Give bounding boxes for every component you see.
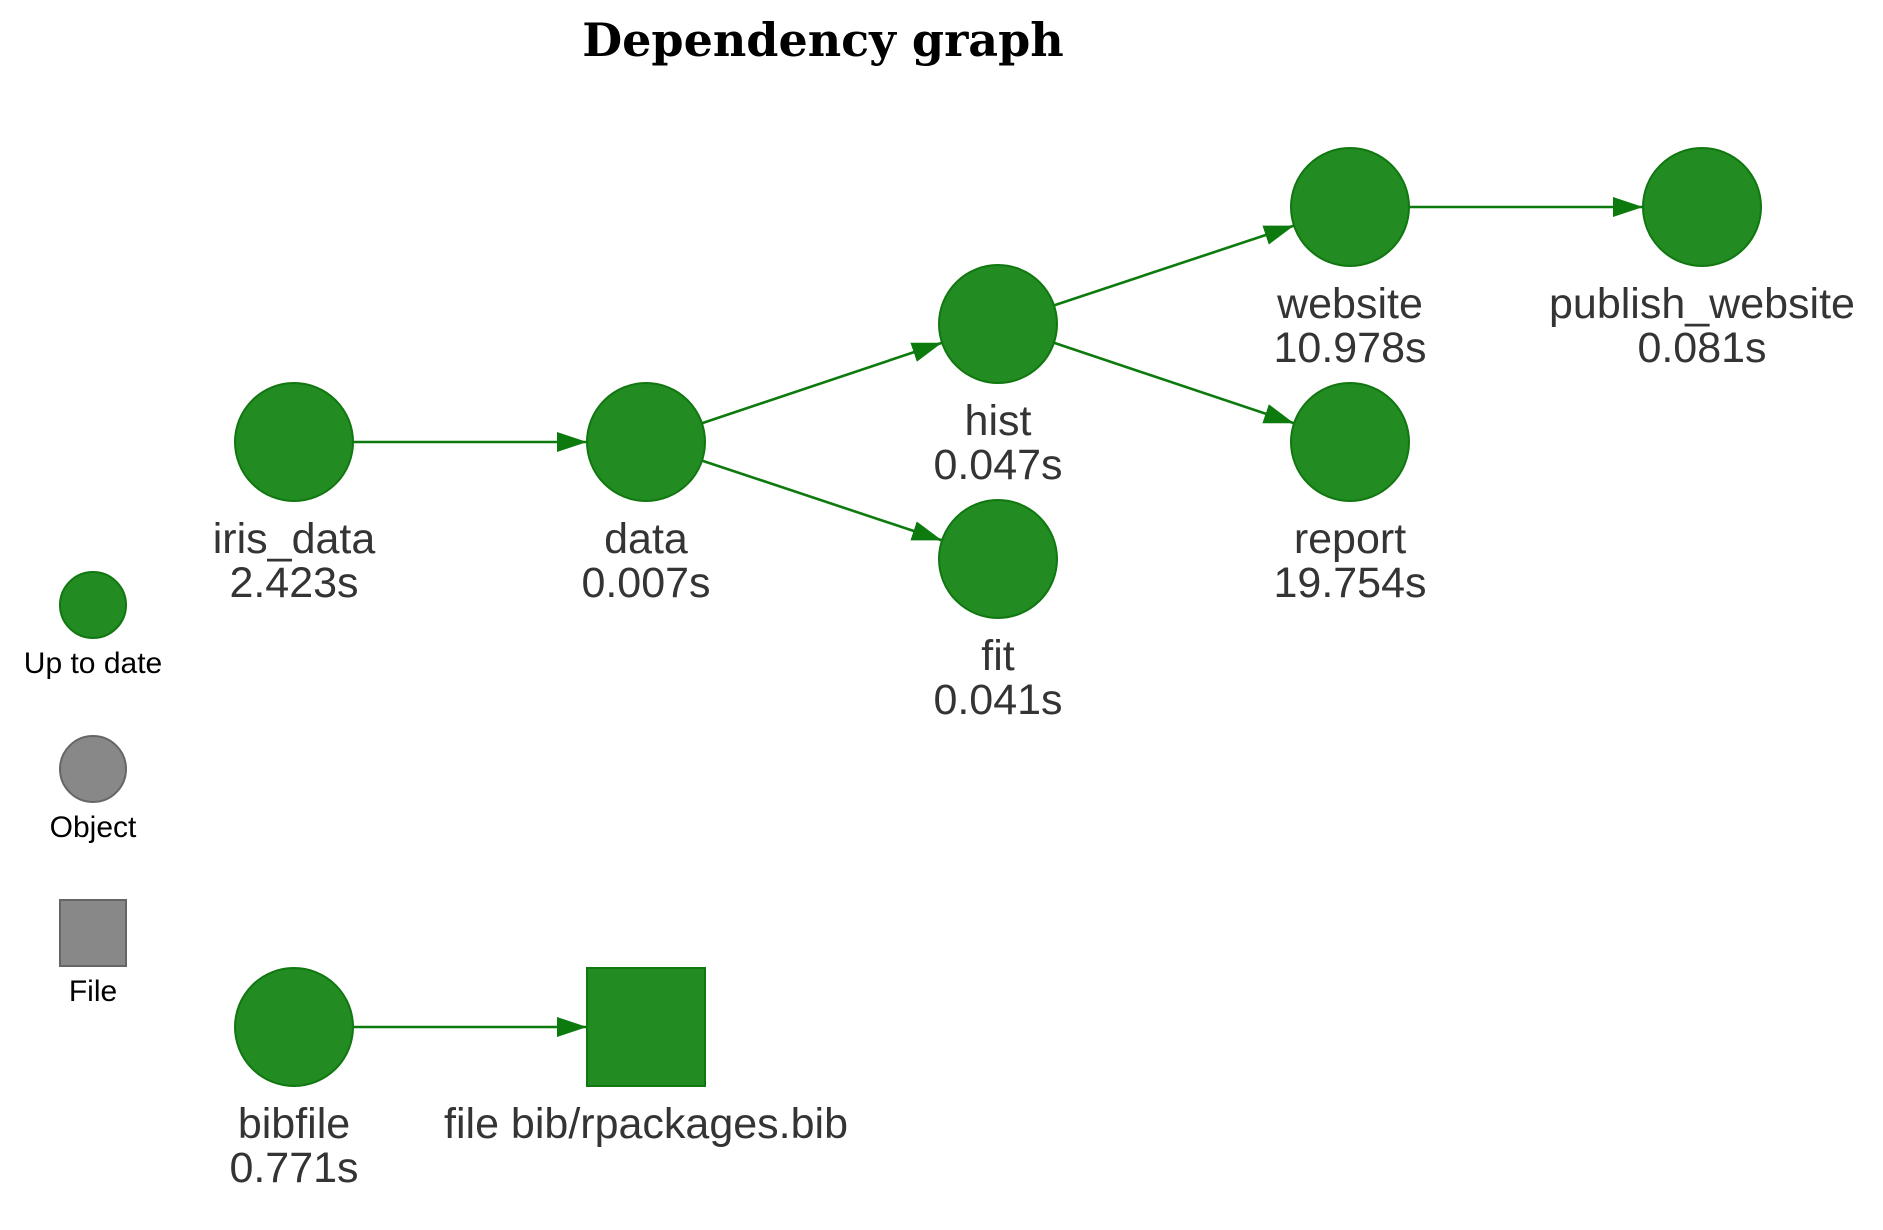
- node-name-label: report: [1294, 515, 1406, 563]
- node-shape-square: [586, 967, 706, 1087]
- node-name-label: data: [604, 515, 688, 563]
- node-name-label: website: [1276, 280, 1423, 328]
- edge-hist-to-website: [1053, 224, 1295, 307]
- node-name-label: file bib/rpackages.bib: [444, 1100, 848, 1148]
- node-time-label: 0.007s: [581, 559, 710, 607]
- legend-circle-icon: [59, 735, 127, 803]
- node-shape-circle: [1642, 147, 1762, 267]
- node-name-label: hist: [965, 397, 1032, 445]
- node-shape-circle: [938, 499, 1058, 619]
- edge-hist-to-report: [1053, 341, 1295, 425]
- graph-title: Dependency graph: [582, 13, 1063, 67]
- node-time-label: 0.047s: [933, 441, 1062, 489]
- node-shape-circle: [938, 264, 1058, 384]
- legend-item-file: File: [59, 899, 127, 1008]
- node-time-label: 19.754s: [1273, 559, 1426, 607]
- node-time-label: 2.423s: [229, 559, 358, 607]
- edge-data-to-hist: [701, 341, 943, 425]
- node-name-label: iris_data: [213, 515, 376, 563]
- node-name-label: bibfile: [238, 1100, 350, 1148]
- edge-data-to-fit: [701, 459, 943, 542]
- node-shape-circle: [1290, 382, 1410, 502]
- node-shape-circle: [586, 382, 706, 502]
- legend-label: File: [69, 975, 117, 1008]
- legend-item-up_to_date: Up to date: [24, 571, 162, 680]
- legend-circle-icon: [59, 571, 127, 639]
- node-time-label: 0.081s: [1637, 324, 1766, 372]
- legend-label: Object: [50, 811, 137, 844]
- node-name-label: fit: [981, 632, 1015, 680]
- legend-square-icon: [59, 899, 127, 967]
- node-rpackages_bib[interactable]: file bib/rpackages.bib: [444, 967, 848, 1148]
- node-name-label: publish_website: [1549, 280, 1855, 328]
- node-shape-circle: [234, 382, 354, 502]
- node-time-label: 0.771s: [229, 1144, 358, 1192]
- nodes-layer: iris_data2.423sdata0.007shist0.047sfit0.…: [213, 147, 1855, 1192]
- node-time-label: 0.041s: [933, 676, 1062, 724]
- node-shape-circle: [234, 967, 354, 1087]
- node-time-label: 10.978s: [1273, 324, 1426, 372]
- node-shape-circle: [1290, 147, 1410, 267]
- legend-item-object: Object: [50, 735, 137, 844]
- legend-label: Up to date: [24, 647, 162, 680]
- edges-layer: [353, 197, 1643, 1037]
